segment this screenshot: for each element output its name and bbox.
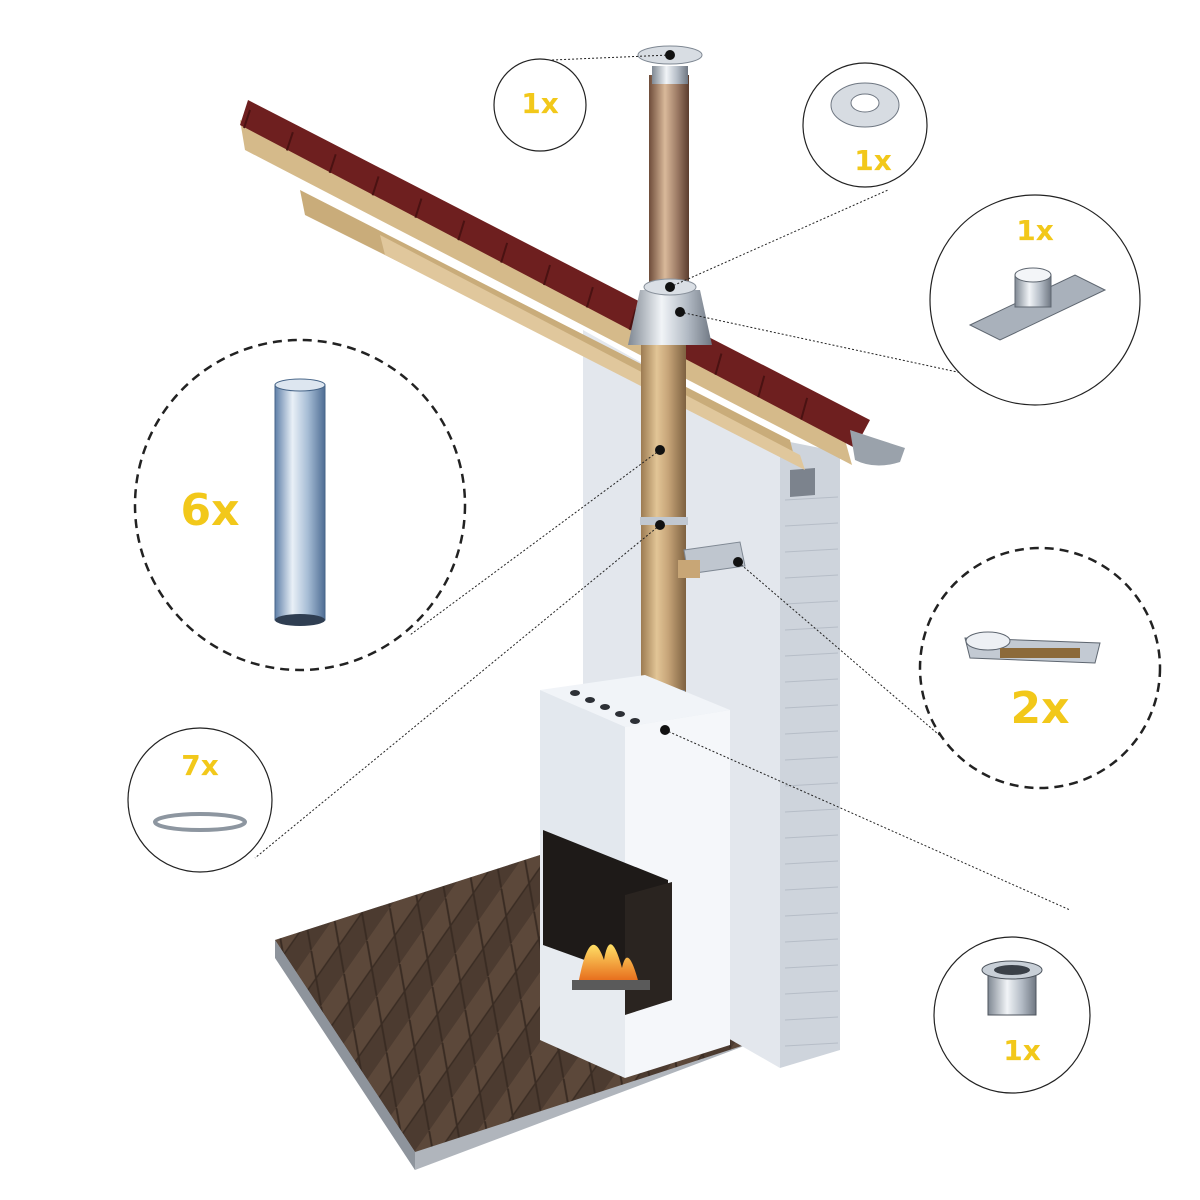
roof-flashing-leader-line — [679, 311, 986, 379]
wall-vent — [790, 468, 815, 497]
locking-band-callout-circle — [127, 727, 273, 873]
storm-collar-callout: 1x — [802, 62, 928, 188]
storm-collar-icon — [830, 82, 900, 128]
gutter — [850, 430, 905, 466]
installed-wall-bracket — [678, 541, 746, 578]
installed-roof-flashing — [628, 290, 712, 345]
fireplace-top-vents — [570, 690, 640, 724]
storm-collar-anchor-dot — [665, 282, 675, 292]
wall-bracket-quantity: 2x — [1011, 683, 1070, 734]
rain-cap-anchor-dot — [665, 50, 675, 60]
starter-adapter-callout: 1x — [933, 936, 1091, 1094]
roof-timber — [240, 120, 852, 465]
wall-bracket-leader-line — [737, 561, 946, 741]
chimney-pipe-icon — [274, 378, 326, 626]
rain-cap-callout: 1x — [493, 58, 587, 152]
fireplace-top — [540, 675, 730, 727]
fireplace-left — [540, 690, 625, 880]
wall-bracket-callout: 2x — [918, 546, 1162, 790]
fire-burner — [572, 980, 650, 990]
roof-flashing-quantity: 1x — [1016, 214, 1054, 247]
roof-flashing-icon — [968, 267, 1107, 341]
fireplace — [540, 675, 730, 1078]
floor-slab-edge — [275, 940, 415, 1170]
leader-lines — [254, 50, 1071, 911]
wall-bracket-callout-circle — [918, 546, 1162, 790]
chimney-pipe-anchor-dot — [655, 445, 665, 455]
fire-flames — [578, 944, 640, 988]
installed-cap-body — [652, 66, 688, 84]
locking-band-callout: 7x — [127, 727, 273, 873]
wall-side — [780, 440, 840, 1068]
starter-adapter-icon — [981, 960, 1043, 1016]
locking-band-quantity: 7x — [181, 749, 219, 782]
chimney-pipe-quantity: 6x — [181, 485, 240, 536]
rain-cap-quantity: 1x — [521, 87, 559, 120]
chimney-pipe-callout: 6x — [133, 338, 467, 672]
roof-tiles — [240, 100, 870, 448]
starter-adapter-leader-line — [664, 729, 1071, 911]
floor — [275, 855, 760, 1170]
roof-purlin — [380, 235, 805, 470]
roof-flashing-anchor-dot — [675, 307, 685, 317]
storm-collar-leader-line — [669, 189, 889, 288]
locking-band-anchor-dot — [655, 520, 665, 530]
upper-chimney-pipe — [649, 75, 689, 290]
callouts: 1x 1x 1x 6x 2x 7x 1x — [127, 58, 1162, 1094]
roof-flashing-callout: 1x — [929, 194, 1141, 406]
locking-band-icon — [153, 812, 247, 832]
storm-collar-quantity: 1x — [854, 144, 892, 177]
parquet-floor — [275, 855, 760, 1152]
locking-band-leader-line — [254, 524, 661, 859]
installed-locking-band — [640, 517, 688, 525]
starter-adapter-anchor-dot — [660, 725, 670, 735]
wall-bricks — [784, 496, 839, 1047]
rain-cap-callout-circle — [493, 58, 587, 152]
wall-bracket-icon — [964, 631, 1101, 664]
wall-bracket-anchor-dot — [733, 557, 743, 567]
starter-adapter-quantity: 1x — [1003, 1034, 1041, 1067]
fireplace-glass-front — [625, 882, 672, 1015]
